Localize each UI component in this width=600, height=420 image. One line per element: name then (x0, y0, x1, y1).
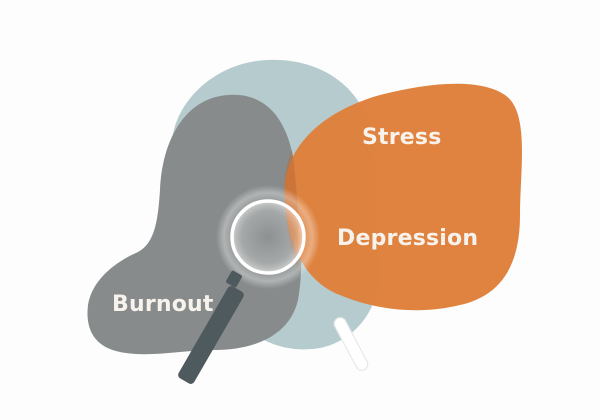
label-burnout: Burnout (112, 292, 214, 317)
magnifying-glass-icon (178, 185, 320, 384)
stress-depression-blob (284, 83, 522, 311)
label-stress: Stress (362, 125, 442, 150)
burnout-blob (87, 94, 302, 355)
label-depression: Depression (337, 226, 479, 251)
magnifier-reflection-icon (333, 317, 369, 371)
